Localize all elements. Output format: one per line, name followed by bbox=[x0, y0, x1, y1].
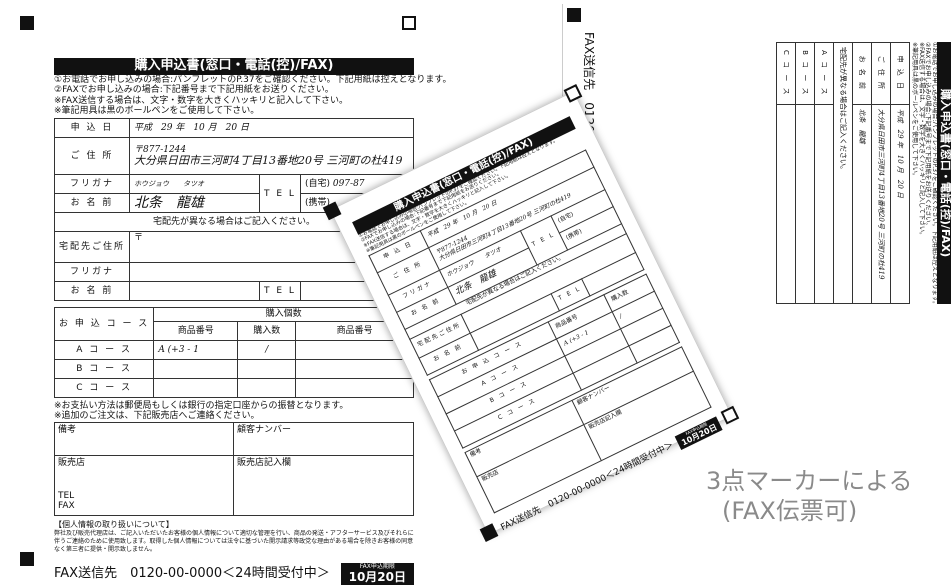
purchase-form-main: 購入申込書(窓口・電話(控)/FAX) ①お電話でお申し込みの場合:パンフレット… bbox=[14, 10, 452, 585]
address-field[interactable]: 〒877-1244 大分県日田市三河町4丁目13番地20号 三河町の杜419 bbox=[129, 137, 414, 176]
shop-entry-box[interactable]: 販売店記入欄 bbox=[234, 456, 414, 517]
payment-notes: ※お支払い方法は郵便局もしくは銀行の指定口座からの振替となります。 ※追加のご注… bbox=[54, 400, 349, 422]
form-notes: ①お電話でお申し込みの場合:パンフレットのP.37をご確認ください。下記用紙は控… bbox=[54, 74, 452, 116]
caption-line-2: (FAX伝票可) bbox=[722, 497, 858, 525]
corner-marker-top-left bbox=[20, 16, 34, 30]
corner-marker-top-right bbox=[402, 16, 416, 30]
course-table: お 申 込 コ ー ス 購入個数 商品番号 購入数 商品番号 A コ ー ス A… bbox=[53, 307, 414, 398]
table-row: B コ ー ス bbox=[53, 358, 414, 379]
shop-box[interactable]: 販売店 TEL FAX bbox=[54, 456, 234, 517]
corner-marker bbox=[720, 405, 740, 425]
fax-bar: FAX送信先 0120-00-0000＜24時間受付中＞ FAX申込期限 10月… bbox=[54, 562, 414, 585]
customer-number-box[interactable]: 顧客ナンバー bbox=[234, 422, 414, 457]
corner-marker-bottom-left bbox=[20, 552, 34, 566]
table-row: C コ ー ス bbox=[53, 377, 414, 398]
remarks-box[interactable]: 備考 bbox=[54, 422, 234, 457]
customer-info-table: 申 込 日 平成 29 年 10 月 20 日 ご 住 所 〒877-1244 … bbox=[53, 118, 415, 302]
caption-text: 3点マーカーによる (FAX伝票可) bbox=[706, 466, 913, 526]
privacy-title: 【個人情報の取り扱いについて】 bbox=[54, 520, 174, 530]
date-value[interactable]: 平成 29 年 10 月 20 日 bbox=[129, 118, 414, 139]
shop-boxes: 備考 顧客ナンバー 販売店 TEL FAX 販売店記入欄 bbox=[54, 422, 414, 517]
form-title: 購入申込書(窓口・電話(控)/FAX) bbox=[54, 58, 414, 75]
corner-marker bbox=[479, 523, 499, 542]
name-value[interactable]: 北条 龍雄 bbox=[129, 193, 261, 214]
corner-marker bbox=[567, 8, 581, 22]
table-row: A コ ー ス A (+3 - 1 / bbox=[53, 339, 414, 360]
caption-line-1: 3点マーカーによる bbox=[706, 467, 913, 495]
privacy-text: 弊社及び販売代理店は、ご記入いただいたお客様の個人情報について適切な管理を行い、… bbox=[54, 529, 414, 554]
deadline-badge: FAX申込期限 10月20日 bbox=[340, 562, 414, 585]
